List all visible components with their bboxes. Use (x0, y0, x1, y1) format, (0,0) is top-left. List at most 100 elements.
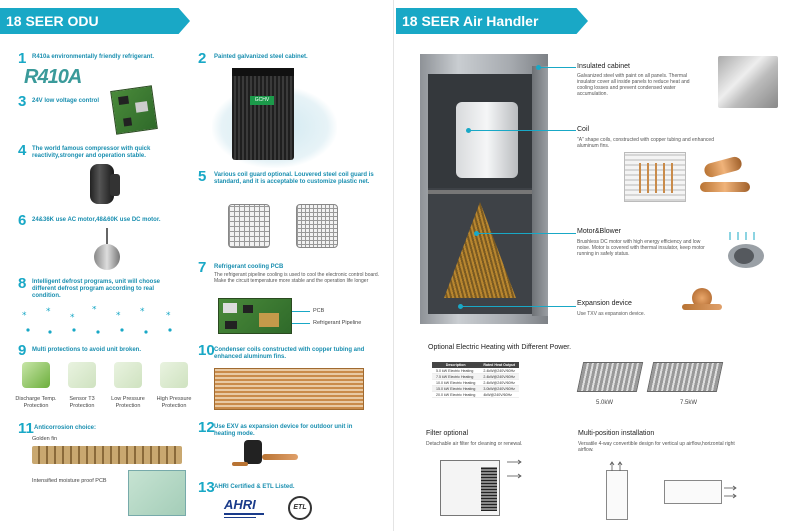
filter-title: Filter optional (426, 430, 469, 437)
air-handler-image (420, 54, 548, 324)
heater-7-5kw-image (646, 362, 724, 392)
cabinet-badge: GCHV (250, 96, 274, 105)
exv-image (244, 440, 262, 464)
discharge-temp-protection-image (22, 362, 50, 388)
feature-title: Refrigerant cooling PCB (214, 264, 284, 270)
feature-title: Condenser coils constructed with copper … (214, 347, 365, 360)
feature-title: Various coil guard optional. Louvered st… (214, 172, 374, 185)
horizontal-install-image (664, 480, 722, 504)
svg-text:*: * (22, 311, 27, 321)
pcb-label: PCB (313, 308, 325, 314)
callout-desc: "A" shape coils, constructed with copper… (577, 137, 714, 149)
right-airflow-arrows-icon (724, 484, 740, 500)
feature-number: 12 (198, 419, 215, 436)
moisture-proof-pcb-image (128, 470, 186, 516)
heating-title: Optional Electric Heating with Different… (428, 344, 572, 351)
protection-label: Sensor T3 Protection (69, 396, 95, 409)
protection-label: Low Pressure Protection (111, 396, 145, 409)
feature-title: Intelligent defrost programs, unit will … (32, 279, 161, 299)
etl-logo: ETL (288, 496, 312, 520)
callout-desc: Galvanized steel with paint on all panel… (577, 73, 690, 97)
install-desc: Versatile 4-way convertible design for v… (578, 441, 735, 453)
refrigerant-pipeline-label: Refrigerant Pipeline (313, 320, 362, 326)
feature-title: Anticorrosion choice: (34, 425, 97, 431)
feature-number: 9 (18, 342, 27, 359)
feature-number: 11 (18, 420, 34, 437)
feature-number: 1 (18, 50, 27, 67)
sensor-t3-protection-image (68, 362, 96, 388)
vertical-install-image (606, 470, 628, 520)
svg-text:*: * (166, 311, 171, 321)
callout-desc: Use TXV as expansion device. (577, 311, 646, 317)
page-divider (393, 0, 394, 531)
feature-number: 13 (198, 479, 215, 496)
heater-5kw-image (576, 362, 644, 392)
insulated-cabinet-image (718, 56, 778, 108)
heater-label: 7.5kW (680, 400, 698, 406)
protection-label: Discharge Temp. Protection (15, 396, 57, 409)
txv-image (682, 282, 726, 322)
golden-fin-label: Golden fin (32, 436, 58, 442)
fan-motor-image (94, 244, 120, 270)
feature-number: 8 (18, 275, 27, 292)
svg-text:*: * (116, 311, 121, 321)
right-banner: 18 SEER Air Handler (396, 8, 588, 34)
feature-number: 4 (18, 142, 27, 159)
svg-text:*: * (140, 307, 145, 317)
high-pressure-protection-image (160, 362, 188, 388)
protection-label: High Pressure Protection (156, 396, 192, 409)
r410a-logo: R410A (24, 66, 82, 88)
filter-desc: Detachable air filter for cleaning or re… (426, 441, 523, 447)
feature-number: 6 (18, 212, 27, 229)
coil-fin-image (624, 152, 686, 202)
feature-title: R410a environmentally friendly refrigera… (32, 54, 155, 60)
plastic-net-guard-image (296, 204, 338, 248)
defrost-snowflakes-image: * * * * * * * (20, 305, 192, 338)
refrigerant-cooling-pcb-image (218, 298, 292, 334)
svg-text:*: * (70, 313, 75, 323)
up-airflow-arrows-icon (608, 458, 626, 471)
callout-desc: Brushless DC motor with high energy effi… (577, 239, 705, 257)
feature-title: 24V low voltage control (32, 98, 100, 104)
feature-title: AHRI Certified & ETL Listed. (214, 484, 295, 490)
feature-title: 24&36K use AC motor,48&60K use DC motor. (32, 217, 161, 223)
callout-title: Insulated cabinet (577, 63, 630, 70)
svg-text:*: * (46, 307, 51, 317)
feature-number: 3 (18, 93, 27, 110)
feature-title: Painted galvanized steel cabinet. (214, 54, 308, 60)
blower-drum (456, 102, 518, 178)
left-banner: 18 SEER ODU (0, 8, 190, 34)
feature-title: Use EXV as expansion device for outdoor … (214, 424, 353, 437)
condenser-coil-image (214, 368, 364, 410)
airflow-arrows-icon (505, 456, 527, 484)
feature-number: 5 (198, 168, 207, 185)
filter-unit-image (440, 460, 500, 516)
feature-number: 7 (198, 259, 207, 276)
feature-title: Multi protections to avoid unit broken. (32, 347, 141, 353)
callout-title: Motor&Blower (577, 228, 621, 235)
install-title: Multi-position installation (578, 430, 655, 437)
control-board-image (110, 85, 158, 135)
low-pressure-protection-image (114, 362, 142, 388)
copper-tube-image (700, 182, 750, 192)
ahri-logo: AHRI (224, 497, 264, 523)
feature-subtitle: The refrigerant pipeline cooling is used… (214, 272, 380, 284)
golden-fin-image (32, 446, 182, 464)
callout-title: Expansion device (577, 300, 632, 307)
svg-text:*: * (92, 306, 97, 315)
feature-number: 10 (198, 342, 215, 359)
copper-tube-image (702, 155, 744, 179)
moisture-proof-pcb-label: Intensified moisture proof PCB (32, 478, 107, 484)
blower-image (716, 230, 776, 270)
heater-label: 5.0kW (596, 400, 614, 406)
feature-title: The world famous compressor with quick r… (32, 146, 151, 159)
callout-title: Coil (577, 126, 590, 133)
louvered-coil-guard-image (228, 204, 270, 248)
odu-cabinet-image: GCHV (232, 68, 294, 160)
